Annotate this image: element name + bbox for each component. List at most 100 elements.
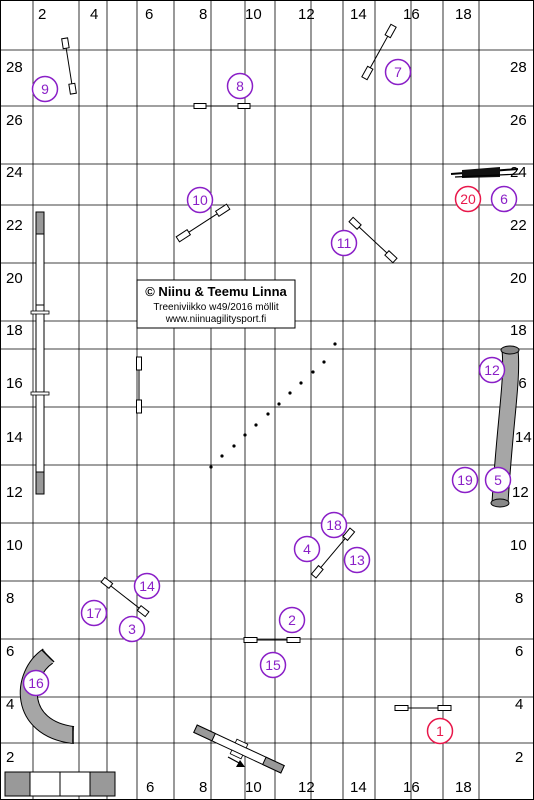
y-label: 18 — [6, 322, 23, 339]
jump-bar-left-vertical — [136, 356, 142, 414]
x-label: 8 — [199, 6, 207, 23]
marker: 18 — [320, 511, 348, 539]
marker: 16 — [22, 669, 50, 697]
y-axis-labels-left: 28 26 24 22 20 18 16 14 12 10 8 6 4 2 — [6, 59, 23, 766]
jump-bar-8 — [193, 103, 251, 109]
x-label: 16 — [403, 779, 420, 796]
credit-title: © Niinu & Teemu Linna — [145, 284, 287, 299]
marker-circle — [186, 186, 214, 214]
marker-circle — [320, 511, 348, 539]
jump-bar-7 — [361, 23, 397, 81]
y-label: 16 — [6, 375, 23, 392]
x-label: 6 — [145, 6, 153, 23]
x-label: 12 — [298, 779, 315, 796]
marker-label: 11 — [337, 235, 352, 251]
marker: 11 — [330, 229, 358, 257]
marker-label: 9 — [41, 81, 49, 97]
marker-circle — [484, 466, 512, 494]
y-label: 6 — [6, 643, 14, 660]
jump-bar-14 — [100, 576, 150, 618]
x-axis-labels-top: 2 4 6 8 10 12 14 16 18 — [38, 6, 472, 23]
credit-subtitle: Treeniviikko w49/2016 möllit — [153, 302, 278, 313]
marker: 8 — [226, 72, 254, 100]
marker-circle — [31, 75, 59, 103]
y-label: 2 — [6, 749, 14, 766]
y-label: 6 — [515, 643, 523, 660]
marker-circle — [293, 535, 321, 563]
marker: 12 — [478, 356, 506, 384]
marker: 2 — [278, 606, 306, 634]
marker-label: 17 — [86, 605, 102, 621]
marker-label: 1 — [436, 723, 444, 739]
marker-label: 13 — [349, 552, 365, 568]
x-label: 14 — [350, 6, 367, 23]
y-label: 10 — [6, 537, 23, 554]
y-axis-labels-right: 28 26 24 22 20 18 16 14 12 10 8 6 4 2 — [510, 59, 532, 766]
marker-label: 15 — [265, 657, 281, 673]
table-box — [4, 771, 116, 797]
marker: 13 — [343, 546, 371, 574]
x-label: 18 — [455, 779, 472, 796]
marker-circle — [133, 572, 161, 600]
jump-bar-2 — [243, 637, 301, 643]
y-label: 12 — [512, 484, 529, 501]
y-label: 10 — [510, 537, 527, 554]
marker-label: 19 — [457, 472, 473, 488]
x-label: 18 — [455, 6, 472, 23]
y-label: 28 — [6, 59, 23, 76]
marker-label: 20 — [460, 191, 476, 207]
x-label: 14 — [350, 779, 367, 796]
marker-circle — [226, 72, 254, 100]
marker-label: 10 — [192, 192, 208, 208]
marker-circle — [343, 546, 371, 574]
marker-circle — [451, 466, 479, 494]
marker: 10 — [186, 186, 214, 214]
marker: 3 — [118, 615, 146, 643]
marker: 14 — [133, 572, 161, 600]
tunnel-left — [19, 648, 75, 744]
marker: 19 — [451, 466, 479, 494]
marker-circle — [384, 58, 412, 86]
y-label: 8 — [6, 590, 14, 607]
y-label: 24 — [510, 164, 527, 181]
marker-label: 12 — [484, 362, 500, 378]
marker-label: 7 — [394, 64, 402, 80]
dog-walk — [30, 211, 50, 495]
marker-circle — [22, 669, 50, 697]
y-label: 2 — [515, 749, 523, 766]
marker-label: 8 — [236, 78, 244, 94]
marker-label: 14 — [139, 578, 155, 594]
y-label: 4 — [515, 696, 523, 713]
marker: 5 — [484, 466, 512, 494]
x-label: 10 — [245, 779, 262, 796]
marker-circle — [426, 717, 454, 745]
marker: 6 — [490, 185, 518, 213]
x-label: 2 — [38, 6, 46, 23]
marker-label: 2 — [288, 612, 296, 628]
marker-circle — [490, 185, 518, 213]
y-label: 22 — [510, 217, 527, 234]
x-label: 16 — [403, 6, 420, 23]
spread-jump — [450, 167, 521, 178]
y-label: 28 — [510, 59, 527, 76]
y-label: 4 — [6, 696, 14, 713]
credit-url: www.niinuagilitysport.fi — [165, 314, 267, 325]
marker-circle — [259, 651, 287, 679]
marker-label: 6 — [500, 191, 508, 207]
marker-label: 16 — [28, 675, 44, 691]
x-label: 6 — [146, 779, 154, 796]
x-label: 10 — [245, 6, 262, 23]
jump-bar-4 — [310, 527, 356, 579]
jump-bar-1 — [394, 705, 452, 711]
marker-circle — [330, 229, 358, 257]
y-label: 22 — [6, 217, 23, 234]
y-label: 24 — [6, 164, 23, 181]
y-label: 8 — [515, 590, 523, 607]
marker: 15 — [259, 651, 287, 679]
y-label: 26 — [510, 112, 527, 129]
jump-bar-10 — [175, 203, 231, 243]
x-label: 12 — [298, 6, 315, 23]
marker: 9 — [31, 75, 59, 103]
marker-label: 3 — [128, 621, 136, 637]
